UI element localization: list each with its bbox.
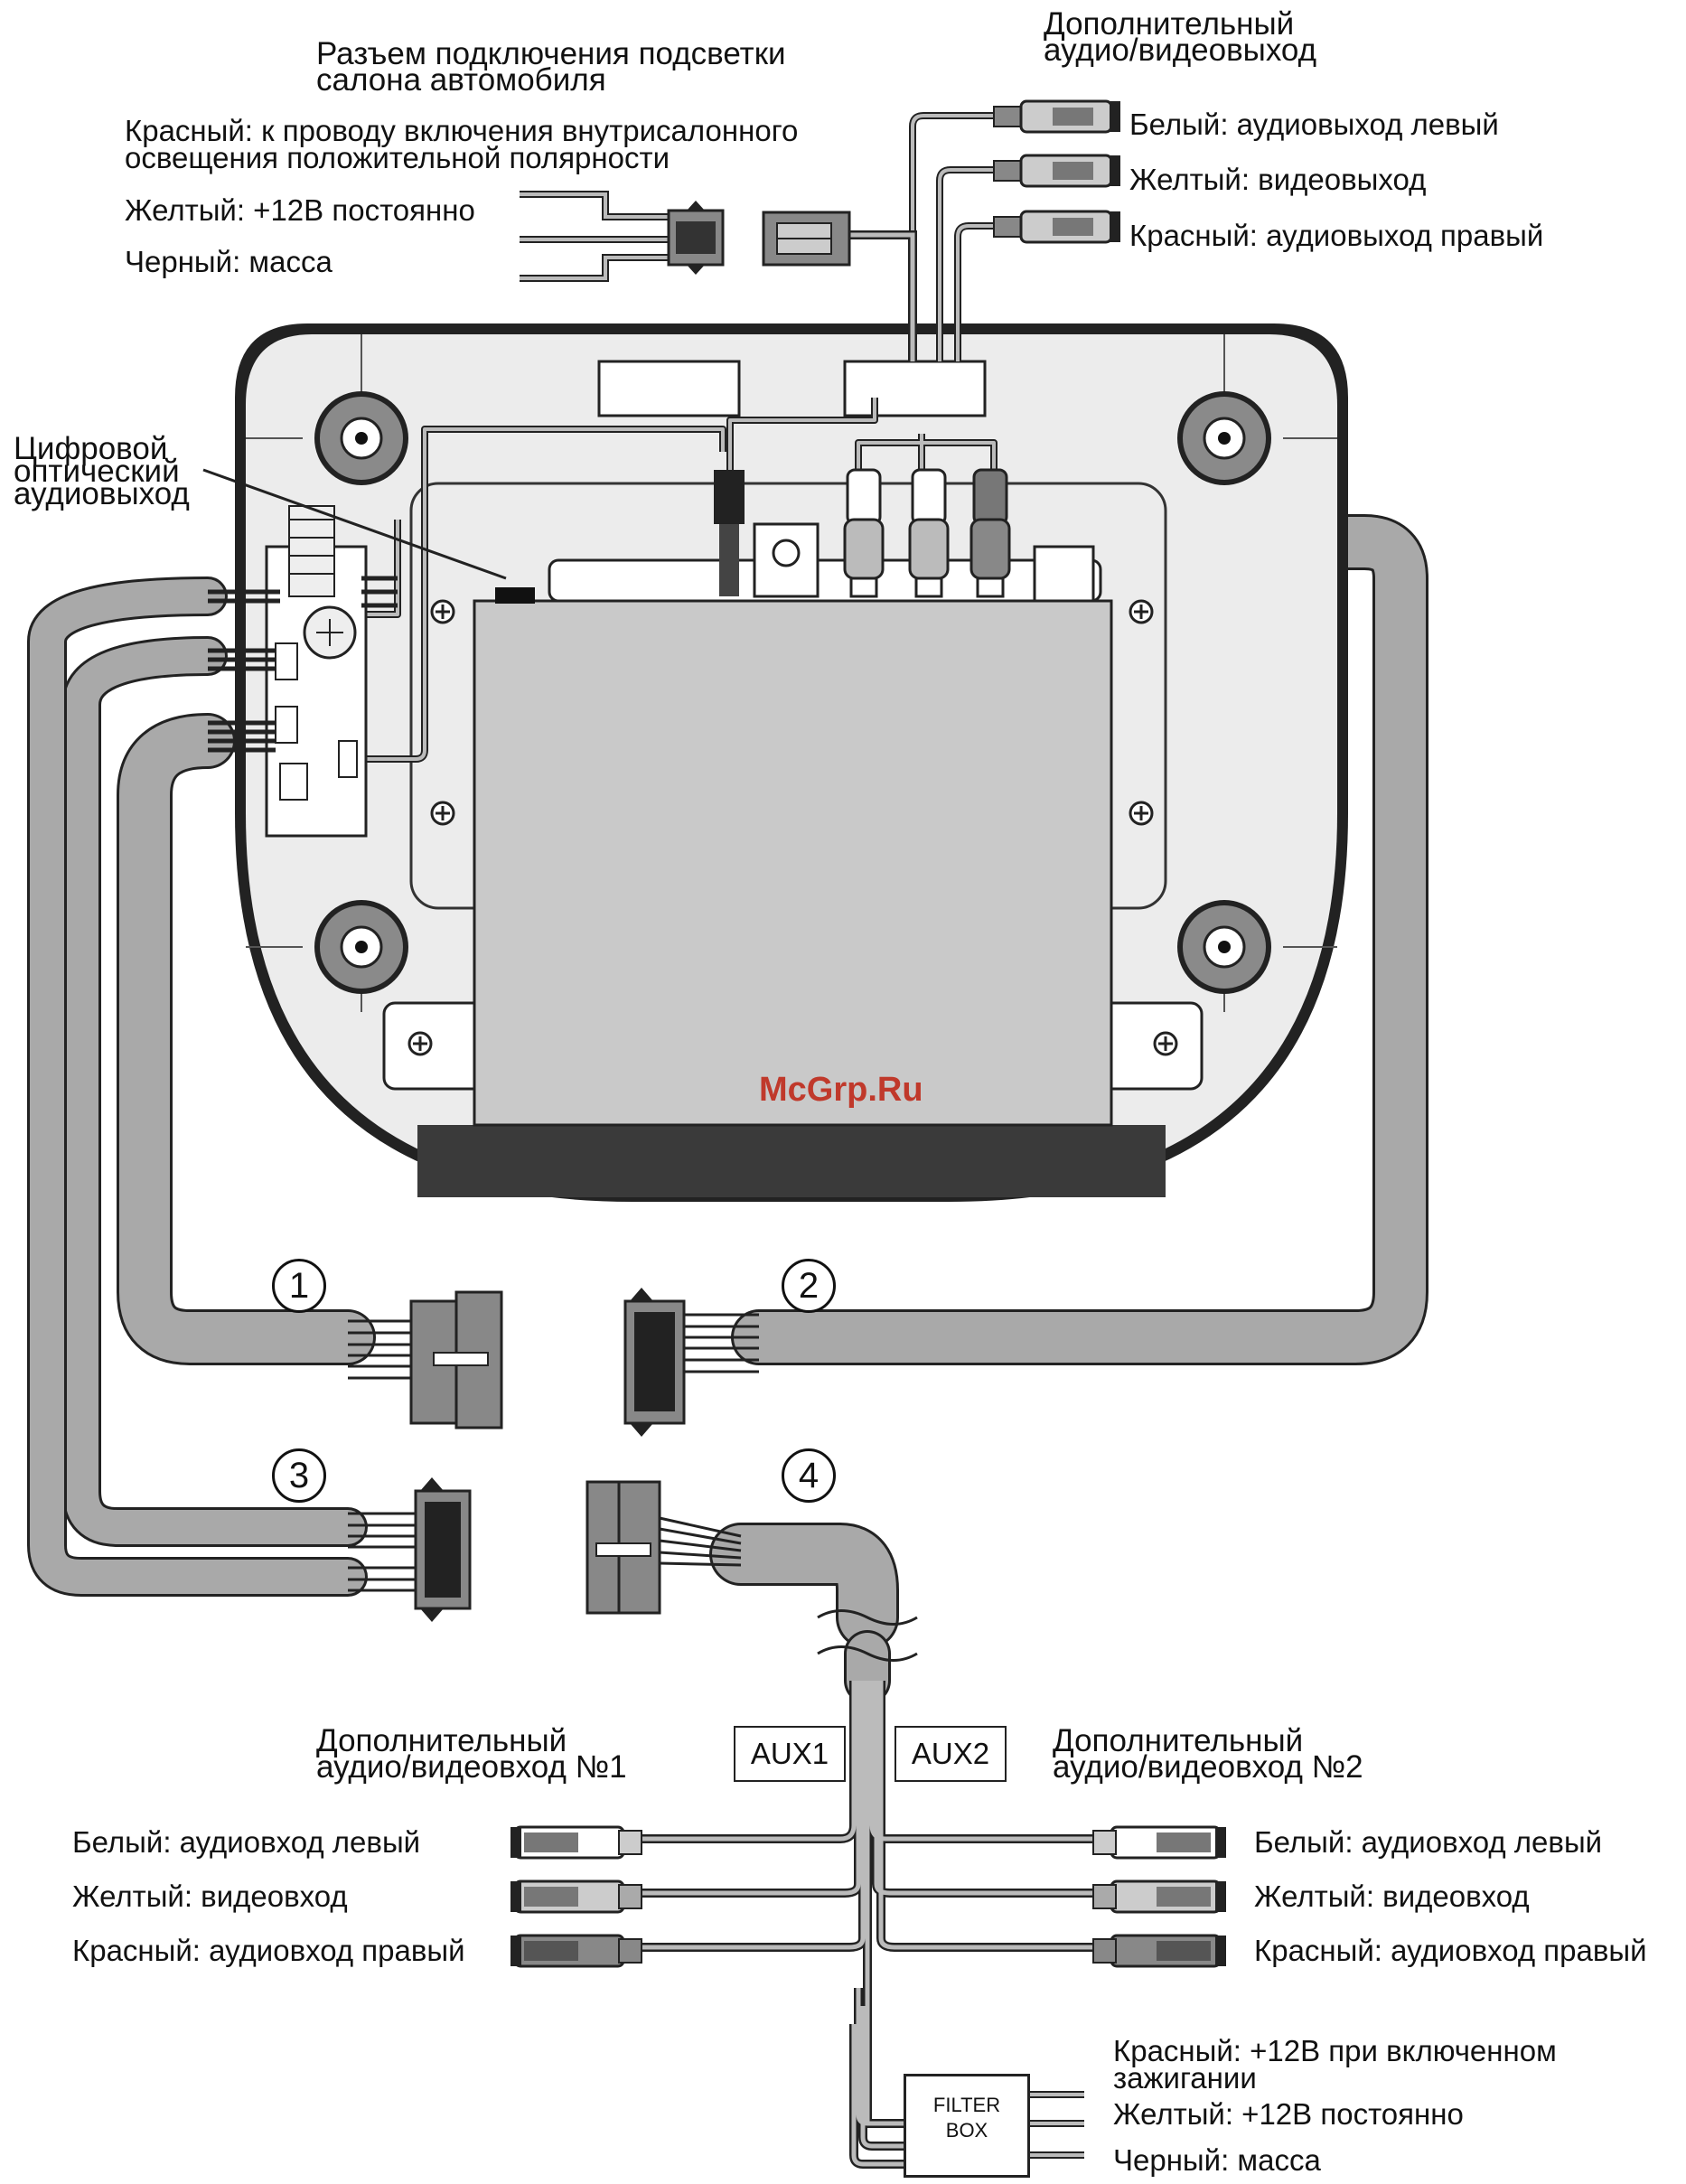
aux1-jacks xyxy=(510,1825,642,1968)
aux2-red-label: Красный: аудиовход правый xyxy=(1254,1934,1647,1967)
connector-3-badge: 3 xyxy=(272,1448,326,1503)
rca-plugs-on-unit xyxy=(714,468,1011,598)
av-output-jacks xyxy=(993,99,1120,244)
interface-board xyxy=(265,505,368,838)
aux2-title: Дополнительный аудио/видеовход №2 xyxy=(1053,1723,1363,1785)
head-unit xyxy=(382,522,1204,1197)
av-output-red-label: Красный: аудиовыход правый xyxy=(1129,219,1544,252)
filter-box: FILTER BOX xyxy=(904,2074,1030,2178)
connector-4-badge: 4 xyxy=(782,1448,836,1503)
aux2-box: AUX2 xyxy=(895,1726,1007,1782)
power-black-label: Черный: масса xyxy=(1113,2143,1321,2177)
watermark: McGrp.Ru xyxy=(759,1071,923,1109)
multipin-connectors xyxy=(348,1288,759,1622)
aux1-white-label: Белый: аудиовход левый xyxy=(72,1825,421,1859)
av-output-title: Дополнительный аудио/видеовыход xyxy=(1044,6,1317,68)
power-yellow-label: Желтый: +12В постоянно xyxy=(1113,2097,1464,2131)
optical-output-label: Цифровой оптический аудиовыход xyxy=(14,431,190,511)
av-output-white-label: Белый: аудиовыход левый xyxy=(1129,108,1499,141)
backlight-red-label: Красный: к проводу включения внутрисалон… xyxy=(125,114,799,174)
aux1-box: AUX1 xyxy=(734,1726,846,1782)
backlight-yellow-label: Желтый: +12В постоянно xyxy=(125,193,475,227)
aux2-jacks xyxy=(1092,1825,1226,1968)
backlight-connector xyxy=(520,191,851,282)
aux1-title: Дополнительный аудио/видеовход №1 xyxy=(316,1723,627,1785)
aux-harness xyxy=(632,1681,1102,2169)
mounting-bosses xyxy=(314,391,1271,994)
backlight-black-label: Черный: масса xyxy=(125,245,333,278)
power-red-label: Красный: +12В при включенном зажигании xyxy=(1113,2034,1557,2095)
aux2-yellow-label: Желтый: видеовход xyxy=(1254,1879,1530,1913)
backlight-connector-title: Разъем подключения подсветки салона авто… xyxy=(316,36,786,98)
connector-2-badge: 2 xyxy=(782,1259,836,1313)
aux1-yellow-label: Желтый: видеовход xyxy=(72,1879,348,1913)
connector-1-badge: 1 xyxy=(272,1259,326,1313)
aux2-white-label: Белый: аудиовход левый xyxy=(1254,1825,1603,1859)
av-output-yellow-label: Желтый: видеовыход xyxy=(1129,163,1427,196)
aux1-red-label: Красный: аудиовход правый xyxy=(72,1934,465,1967)
